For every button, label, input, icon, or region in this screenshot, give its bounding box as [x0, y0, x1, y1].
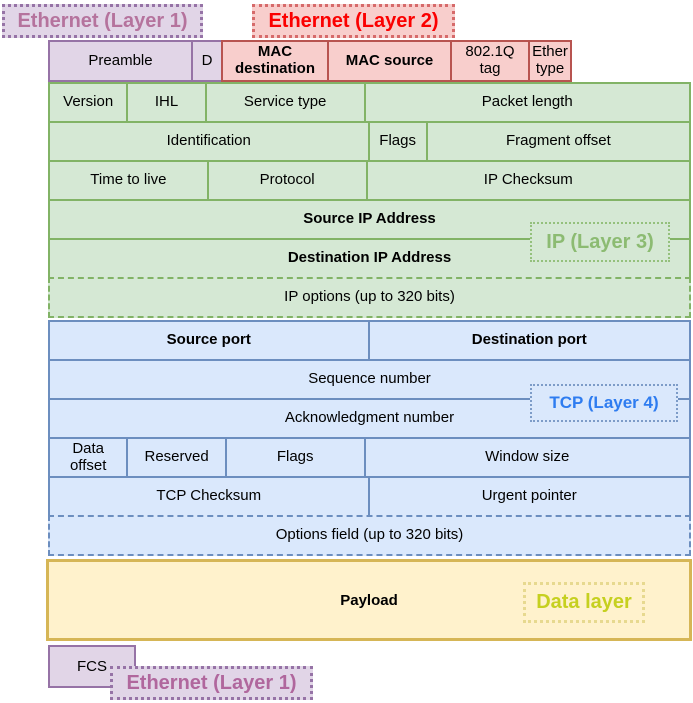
field-packet-length: Packet length: [363, 82, 691, 123]
label-data-layer: Data layer: [523, 582, 645, 623]
label-ethernet-layer1-bottom: Ethernet (Layer 1): [110, 666, 313, 700]
label-ip-layer3: IP (Layer 3): [530, 222, 670, 262]
ip-row-3: Time to live Protocol IP Checksum: [48, 160, 691, 201]
field-tcp-checksum: TCP Checksum: [48, 476, 370, 517]
field-destination-port: Destination port: [367, 320, 691, 361]
field-ip-flags: Flags: [367, 121, 428, 162]
ip-row-1: Version IHL Service type Packet length: [48, 82, 691, 123]
field-version: Version: [48, 82, 129, 123]
field-8021q-tag: 802.1Q tag: [450, 40, 530, 82]
label-ethernet-layer1-top: Ethernet (Layer 1): [2, 4, 203, 38]
tcp-header-section: Source port Destination port Sequence nu…: [48, 320, 691, 556]
field-payload: Payload: [340, 591, 398, 609]
tcp-row-1: Source port Destination port: [48, 320, 691, 361]
field-window-size: Window size: [363, 437, 691, 478]
field-preamble: Preamble: [48, 40, 193, 82]
field-urgent-pointer: Urgent pointer: [367, 476, 691, 517]
ip-row-4: Source IP Address: [48, 199, 691, 240]
label-tcp-layer4: TCP (Layer 4): [530, 384, 678, 422]
field-ihl: IHL: [126, 82, 207, 123]
field-tcp-flags: Flags: [224, 437, 366, 478]
field-time-to-live: Time to live: [48, 160, 209, 201]
field-mac-destination: MAC destination: [221, 40, 329, 82]
field-protocol: Protocol: [206, 160, 368, 201]
ip-row-6: IP options (up to 320 bits): [48, 277, 691, 318]
field-start-frame-delimiter: D: [191, 40, 223, 82]
ethernet-header-row: Preamble D MAC destination MAC source 80…: [48, 40, 572, 82]
tcp-row-5: TCP Checksum Urgent pointer: [48, 476, 691, 517]
tcp-row-4: Data offset Reserved Flags Window size: [48, 437, 691, 478]
field-service-type: Service type: [204, 82, 366, 123]
field-fragment-offset: Fragment offset: [425, 121, 691, 162]
ip-header-section: Version IHL Service type Packet length I…: [48, 82, 691, 318]
ip-row-2: Identification Flags Fragment offset: [48, 121, 691, 162]
field-mac-source: MAC source: [327, 40, 452, 82]
field-ether-type: Ether type: [528, 40, 572, 82]
field-reserved: Reserved: [126, 437, 227, 478]
field-tcp-options: Options field (up to 320 bits): [48, 515, 691, 556]
field-ip-options: IP options (up to 320 bits): [48, 277, 691, 318]
tcp-row-6: Options field (up to 320 bits): [48, 515, 691, 556]
field-data-offset: Data offset: [48, 437, 129, 478]
field-ip-checksum: IP Checksum: [365, 160, 691, 201]
field-identification: Identification: [48, 121, 370, 162]
label-ethernet-layer2: Ethernet (Layer 2): [252, 4, 455, 38]
field-source-ip-address: Source IP Address: [48, 199, 691, 240]
field-fcs: FCS: [77, 658, 107, 675]
field-source-port: Source port: [48, 320, 370, 361]
